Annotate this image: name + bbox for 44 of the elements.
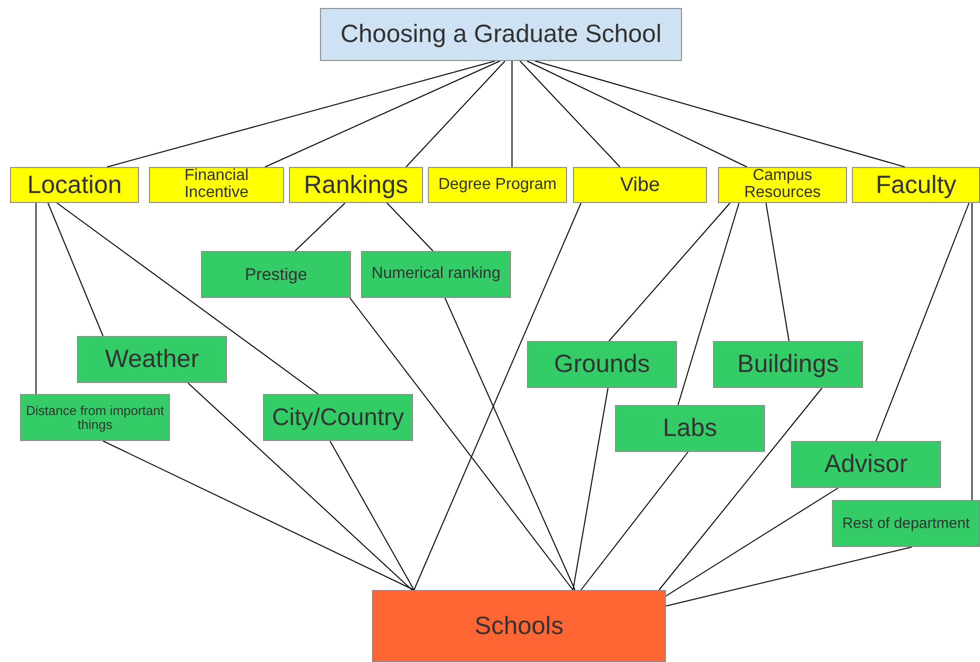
connector-line xyxy=(766,202,790,342)
connector-line xyxy=(666,488,838,596)
connector-line xyxy=(414,202,582,590)
connector-line xyxy=(106,60,496,168)
connector-line xyxy=(102,440,414,590)
connector-line xyxy=(264,60,500,168)
connector-line xyxy=(444,298,576,590)
title-box: Choosing a Graduate School xyxy=(320,8,682,61)
factor-box: Rest of department xyxy=(832,500,980,547)
connector-line xyxy=(520,60,620,168)
connector-line xyxy=(330,440,414,590)
connector-line xyxy=(350,298,574,590)
factor-box: Numerical ranking xyxy=(361,251,511,298)
connector-line xyxy=(608,202,730,342)
topic-box: Rankings xyxy=(289,167,423,203)
connector-line xyxy=(56,202,318,394)
factor-box: Advisor xyxy=(791,441,941,488)
connector-line xyxy=(188,382,412,590)
topic-box: Degree Program xyxy=(428,167,567,203)
connector-line xyxy=(534,60,906,168)
connector-line xyxy=(658,388,822,590)
factor-box: Weather xyxy=(77,336,227,383)
result-box: Schools xyxy=(372,590,666,662)
connector-line xyxy=(386,202,434,252)
factor-box: Labs xyxy=(615,405,765,452)
topic-box: Financial Incentive xyxy=(149,167,284,203)
factor-box: City/Country xyxy=(263,394,413,441)
connector-line xyxy=(666,546,912,606)
connector-line xyxy=(48,202,104,336)
factor-box: Distance from important things xyxy=(20,394,170,441)
connector-line xyxy=(678,202,740,406)
connector-line xyxy=(526,60,748,168)
connector-line xyxy=(876,202,970,442)
factor-box: Buildings xyxy=(713,341,863,388)
connector-line xyxy=(580,452,688,590)
factor-box: Prestige xyxy=(201,251,351,298)
connector-line xyxy=(294,202,346,252)
connector-line xyxy=(572,388,608,590)
topic-box: Campus Resources xyxy=(718,167,847,203)
topic-box: Vibe xyxy=(573,167,707,203)
topic-box: Location xyxy=(10,167,139,203)
factor-box: Grounds xyxy=(527,341,677,388)
connector-line xyxy=(406,60,506,168)
topic-box: Faculty xyxy=(852,167,980,203)
